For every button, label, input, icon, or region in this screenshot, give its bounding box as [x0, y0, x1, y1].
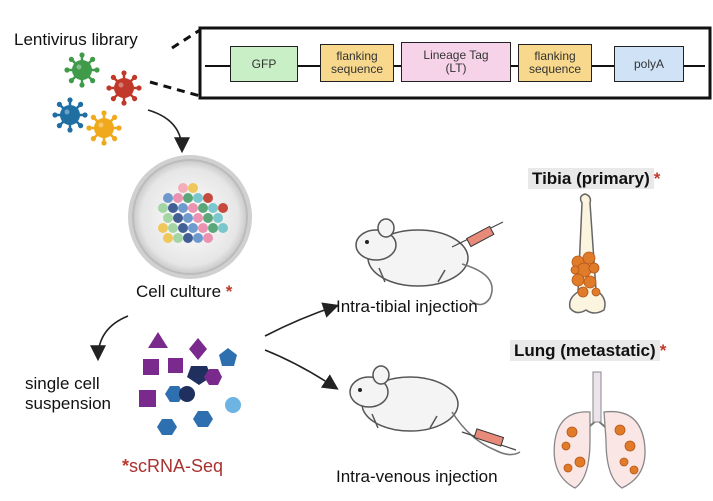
cultured-cell — [168, 203, 178, 213]
tibia-text: Tibia (primary) — [528, 168, 654, 189]
cultured-cell — [173, 193, 183, 203]
scrna-seq-label: *scRNA-Seq — [122, 456, 223, 477]
tibia-bone — [568, 193, 606, 314]
virus-particle — [64, 52, 100, 88]
cultured-cell — [203, 193, 213, 203]
segment-label: polyA — [633, 56, 665, 71]
tibia-primary-label: Tibia (primary)* — [528, 168, 661, 189]
tumor-nodule — [574, 456, 586, 468]
arrow-to-culture — [147, 109, 190, 154]
cell-culture-text: Cell culture — [136, 282, 222, 301]
virus-particle — [106, 70, 142, 106]
cultured-cell — [218, 223, 228, 233]
cultured-cell — [163, 193, 173, 203]
cultured-cell — [183, 193, 193, 203]
construct-segment-polya: polyA — [614, 46, 684, 82]
tumor-nodule — [570, 265, 580, 275]
tumor-nodule — [582, 251, 596, 265]
cultured-cell — [163, 213, 173, 223]
asterisk-marker: * — [122, 456, 130, 476]
construct-segment-gfp: GFP — [230, 46, 298, 82]
cultured-cell — [198, 203, 208, 213]
tumor-nodule — [563, 463, 573, 473]
arrow-to-suspension — [90, 315, 129, 362]
scrna-text: scRNA-Seq — [129, 456, 224, 476]
cultured-cell — [213, 213, 223, 223]
syringe-1 — [451, 221, 504, 248]
tumor-nodule — [591, 287, 601, 297]
cell-suspension-shapes — [139, 332, 241, 435]
tumor-nodule — [577, 286, 589, 298]
cultured-cell — [168, 223, 178, 233]
virus-particle — [86, 110, 122, 146]
segment-label: GFP — [251, 56, 277, 71]
cultured-cell — [188, 203, 198, 213]
segment-label: flanking — [534, 49, 576, 63]
intra-venous-injection-label: Intra-venous injection — [336, 467, 498, 486]
tumor-nodule — [619, 457, 629, 467]
cultured-cell — [193, 193, 203, 203]
arrow-to-intratibial — [264, 302, 340, 337]
intra-tibial-injection-label: Intra-tibial injection — [336, 297, 478, 316]
cultured-cell — [193, 213, 203, 223]
lungs — [553, 371, 646, 489]
asterisk-marker: * — [653, 169, 661, 188]
cultured-cell — [208, 223, 218, 233]
lung-text: Lung (metastatic) — [510, 340, 660, 361]
single-cell-suspension-label: single cell suspension — [25, 374, 111, 414]
tumor-nodule — [561, 441, 571, 451]
construct-segment-lineage-tag: Lineage Tag (LT) — [401, 42, 511, 82]
virus-particle — [52, 97, 88, 133]
cultured-cell — [178, 183, 188, 193]
mouse-intratibial — [355, 218, 493, 306]
cultured-cell — [188, 183, 198, 193]
mouse-intravenous — [349, 365, 521, 456]
construct-segment-flanking-left: flanking sequence — [320, 44, 394, 82]
segment-label: flanking — [336, 49, 378, 63]
syringe-2 — [461, 428, 517, 451]
cultured-cell — [218, 203, 228, 213]
tumor-nodule — [583, 275, 597, 289]
cultured-cell — [183, 233, 193, 243]
tumor-nodule — [588, 262, 600, 274]
cultured-cell — [193, 233, 203, 243]
asterisk-marker: * — [659, 341, 667, 360]
cultured-cell — [188, 223, 198, 233]
single-cell-line-2: suspension — [25, 394, 112, 413]
cultured-cell — [173, 213, 183, 223]
construct-segment-flanking-right: flanking sequence — [518, 44, 592, 82]
tumor-nodule — [614, 424, 626, 436]
segment-label: (LT) — [445, 61, 467, 75]
lung-metastatic-label: Lung (metastatic)* — [510, 340, 667, 361]
virus-library — [52, 52, 142, 146]
segment-label: sequence — [330, 62, 384, 76]
tumor-nodule — [571, 273, 585, 287]
arrow-to-intravenous — [264, 349, 339, 390]
cultured-cell — [203, 233, 213, 243]
cultured-cell — [198, 223, 208, 233]
asterisk-marker: * — [225, 282, 233, 301]
cultured-cell — [203, 213, 213, 223]
cultured-cell — [158, 203, 168, 213]
cultured-cell — [208, 203, 218, 213]
cultured-cell — [178, 223, 188, 233]
callout-lines — [149, 28, 201, 98]
tumor-nodule — [624, 440, 636, 452]
cultured-cell — [163, 233, 173, 243]
cultured-cell — [173, 233, 183, 243]
cultured-cell — [183, 213, 193, 223]
segment-label: sequence — [528, 62, 582, 76]
cell-culture-label: Cell culture * — [136, 282, 232, 302]
culture-dish — [128, 155, 252, 279]
cultured-cell — [158, 223, 168, 233]
lentivirus-library-label: Lentivirus library — [14, 30, 138, 49]
single-cell-line-1: single cell — [25, 374, 100, 393]
cultured-cell — [178, 203, 188, 213]
tumor-nodule — [629, 465, 639, 475]
tumor-nodule — [566, 426, 578, 438]
segment-label: Lineage Tag — [423, 48, 489, 62]
